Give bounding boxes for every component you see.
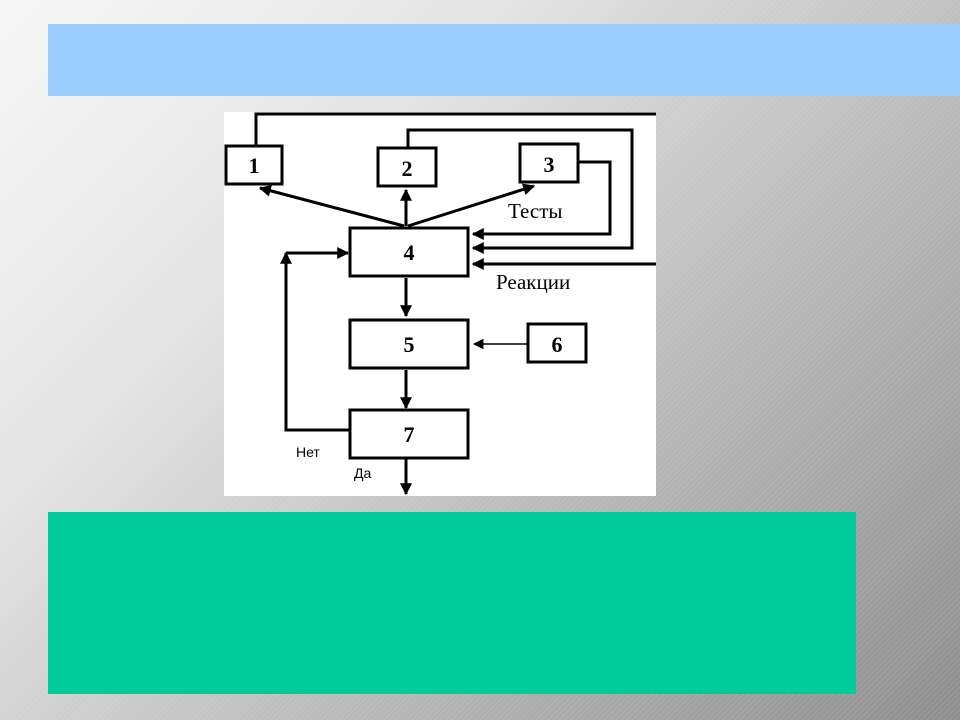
block-3-label: 3 [544, 152, 555, 177]
block-2: 2 [376, 146, 438, 188]
yes-label: Да [354, 465, 371, 481]
block-5: 5 [348, 318, 470, 370]
block-6: 6 [526, 322, 588, 364]
block-5-label: 5 [404, 332, 415, 357]
block-2-label: 2 [402, 156, 413, 181]
block-7: 7 [348, 408, 470, 460]
reactions-label: Реакции [496, 270, 570, 294]
block-4-label: 4 [404, 240, 415, 265]
block-4: 4 [348, 226, 470, 278]
block-7-label: 7 [404, 422, 415, 447]
feedback-line-block2 [406, 128, 634, 254]
block-3: 3 [518, 142, 580, 184]
block-6-label: 6 [552, 332, 563, 357]
flowchart-panel: 1 2 3 4 5 6 7 [224, 112, 656, 496]
feedback-line-block1 [254, 112, 656, 148]
block-1: 1 [224, 144, 284, 186]
block-1-label: 1 [249, 153, 260, 178]
flowchart: 1 2 3 4 5 6 7 [224, 112, 656, 496]
tests-label: Тесты [508, 199, 562, 223]
feedback-line-block3 [471, 160, 612, 240]
no-loop-line [280, 251, 350, 432]
arrow-4-to-3 [407, 183, 536, 228]
title-bar [48, 24, 960, 96]
arrow-4-to-1 [258, 184, 405, 228]
content-box [48, 512, 856, 694]
no-label: Нет [296, 444, 320, 460]
